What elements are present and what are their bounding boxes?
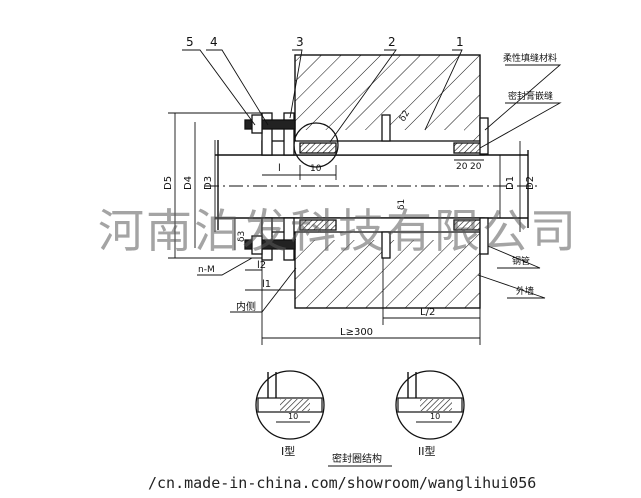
- seal-ring-detail-ii: [395, 370, 465, 440]
- dim-phi2: δ2: [398, 109, 412, 124]
- leader-lines: [182, 49, 562, 313]
- detail-caption: 密封圈结构: [332, 452, 382, 465]
- dim-phi3: δ3: [237, 231, 247, 242]
- note-sealant: 密封膏嵌缝: [508, 90, 553, 102]
- dim-phi1: δ1: [397, 199, 407, 210]
- note-outer-wall: 外墙: [516, 285, 534, 297]
- dim-d2: D2: [525, 176, 536, 190]
- leader-1: 1: [456, 35, 464, 49]
- wall-section: [294, 54, 481, 309]
- dim-l10: 10: [310, 164, 322, 174]
- detail-i-label: I型: [281, 444, 295, 458]
- footer-url: /cn.made-in-china.com/showroom/wanglihui…: [148, 474, 536, 492]
- dim-d5: D5: [163, 176, 174, 190]
- watermark-text: 河南泊发科技有限公司: [98, 204, 578, 258]
- leader-3: 3: [296, 35, 304, 49]
- dim-l20a: 20: [456, 162, 468, 172]
- dim-d4: D4: [183, 176, 194, 190]
- flange-and-bolts: [244, 112, 296, 261]
- dim-lhalf: L/2: [420, 307, 435, 318]
- dim-d3: D3: [203, 176, 214, 190]
- detail-i-dim: 10: [288, 412, 298, 421]
- sleeve: [261, 114, 489, 259]
- leader-5: 5: [186, 35, 194, 49]
- detail-ii-label: II型: [418, 444, 436, 458]
- note-steel-pipe: 钢管: [512, 255, 530, 267]
- dim-l: l: [278, 163, 281, 174]
- dim-l20b: 20: [470, 162, 482, 172]
- dim-l2: l2: [257, 260, 266, 271]
- note-flexible-fill: 柔性填缝材料: [503, 52, 557, 64]
- leader-4: 4: [210, 35, 218, 49]
- leader-2: 2: [388, 35, 396, 49]
- note-bolt: n-M: [198, 265, 215, 275]
- seal-ring-detail-i: [255, 370, 325, 440]
- detail-ii-dim: 10: [430, 412, 440, 421]
- dim-d1: D1: [505, 176, 516, 190]
- note-inner-side: 内侧: [236, 300, 256, 313]
- dim-ltotal: L≥300: [340, 327, 373, 338]
- dimension-lines: [168, 112, 521, 345]
- dim-l1: l1: [262, 279, 271, 290]
